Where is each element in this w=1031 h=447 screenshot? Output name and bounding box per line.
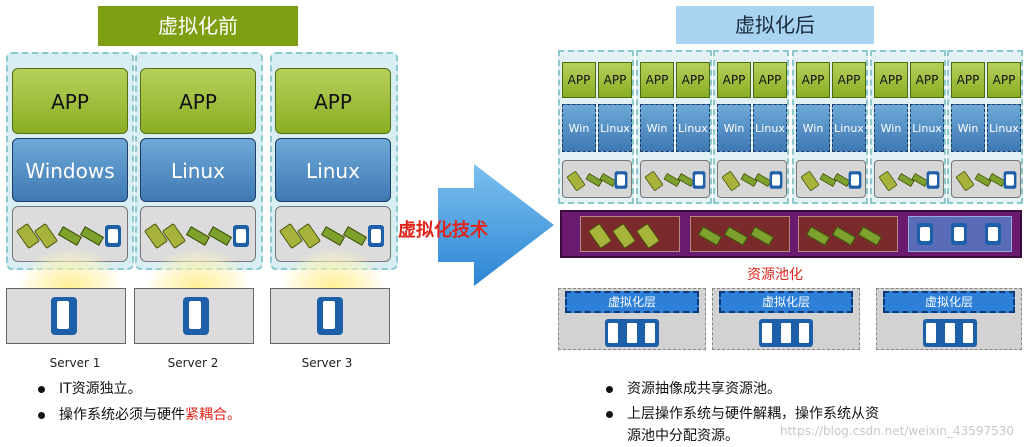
- app-box: APP: [140, 68, 256, 134]
- host-server-box: 虚拟化层: [558, 288, 706, 350]
- right-title: 虚拟化后: [676, 6, 874, 44]
- left-bullet-1: IT资源独立。: [38, 378, 378, 398]
- cpu-chip-icon: [143, 222, 169, 250]
- cpu-pool-segment: [580, 216, 680, 252]
- os-box-windows: Windows: [12, 138, 128, 202]
- vm-app-box: APP: [910, 62, 944, 98]
- bullet-text: IT资源独立。: [59, 381, 142, 397]
- bullet-text: 上层操作系统与硬件解耦，操作系统从资: [627, 406, 879, 422]
- memory-icon: [207, 226, 233, 246]
- vm-os-box: Linux: [753, 104, 787, 152]
- vm-app-box: APP: [832, 62, 866, 98]
- vm-virtual-hardware: [562, 160, 632, 198]
- left-title: 虚拟化前: [98, 6, 298, 46]
- vm-virtual-hardware: [951, 160, 1021, 198]
- disk-icon: [368, 225, 384, 247]
- storage-pool-segment: [908, 216, 1012, 252]
- watermark: https://blog.csdn.net/weixin_43597530: [780, 424, 1015, 438]
- virtualization-layer: 虚拟化层: [883, 291, 1015, 313]
- vm-app-box: APP: [640, 62, 674, 98]
- memory-icon: [342, 226, 368, 246]
- cpu-chip-icon: [33, 222, 59, 250]
- transform-arrow-icon: [438, 164, 554, 286]
- arrow-label: 虚拟化技术: [398, 220, 488, 241]
- connection-glow: [20, 250, 120, 290]
- vm-os-box: Win: [562, 104, 596, 152]
- disk-icon: [105, 225, 121, 247]
- server-icon: [605, 319, 659, 347]
- vm-os-box: Linux: [832, 104, 866, 152]
- vm-app-box: APP: [717, 62, 751, 98]
- bullet-dot: [606, 385, 613, 393]
- vm-os-box: Linux: [987, 104, 1021, 152]
- app-box: APP: [12, 68, 128, 134]
- app-box: APP: [275, 68, 391, 134]
- server-icon: [183, 297, 209, 335]
- memory-icon: [79, 226, 105, 246]
- server-icon: [51, 297, 77, 335]
- vm-app-box: APP: [874, 62, 908, 98]
- memory-icon: [57, 226, 83, 246]
- nic-pool-segment: [798, 216, 898, 252]
- vm-virtual-hardware: [640, 160, 710, 198]
- vm-os-box: Win: [640, 104, 674, 152]
- vm-os-box: Win: [951, 104, 985, 152]
- cpu-chip-icon: [278, 222, 304, 250]
- server-box: [6, 288, 126, 344]
- os-box-linux: Linux: [140, 138, 256, 202]
- bullet-text: 操作系统必须与硬件: [59, 407, 185, 423]
- host-server-box: 虚拟化层: [876, 288, 1022, 350]
- vm-virtual-hardware: [796, 160, 866, 198]
- memory-icon: [320, 226, 346, 246]
- vm-app-box: APP: [951, 62, 985, 98]
- connection-glow: [283, 250, 383, 290]
- server-icon: [923, 319, 977, 347]
- bullet-text: 资源抽像成共享资源池。: [627, 381, 781, 397]
- bullet-dot: [606, 410, 613, 418]
- vm-os-box: Linux: [676, 104, 710, 152]
- host-server-box: 虚拟化层: [712, 288, 860, 350]
- vm-app-box: APP: [676, 62, 710, 98]
- right-bullet-1: 资源抽像成共享资源池。: [606, 378, 1006, 398]
- virtualization-layer: 虚拟化层: [719, 291, 853, 313]
- server-box: [270, 288, 390, 344]
- vm-os-box: Win: [796, 104, 830, 152]
- vm-app-box: APP: [987, 62, 1021, 98]
- bullet-text-highlight: 紧耦合。: [185, 407, 241, 423]
- cpu-chip-icon: [296, 222, 322, 250]
- memory-pool-segment: [690, 216, 790, 252]
- server-icon: [317, 297, 343, 335]
- virtualization-layer: 虚拟化层: [565, 291, 699, 313]
- os-box-linux: Linux: [275, 138, 391, 202]
- vm-os-box: Linux: [598, 104, 632, 152]
- cpu-chip-icon: [161, 222, 187, 250]
- right-bullet-2-cont: 源池中分配资源。: [627, 428, 739, 444]
- bullet-dot: [38, 385, 45, 393]
- server-icon: [759, 319, 813, 347]
- server-label-2: Server 2: [167, 356, 219, 370]
- resource-pool-bar: [560, 210, 1022, 258]
- right-bullet-2: 上层操作系统与硬件解耦，操作系统从资: [606, 403, 1016, 423]
- server-box: [134, 288, 254, 344]
- vm-app-box: APP: [562, 62, 596, 98]
- memory-icon: [185, 226, 211, 246]
- vm-app-box: APP: [598, 62, 632, 98]
- vm-virtual-hardware: [717, 160, 787, 198]
- server-label-1: Server 1: [49, 356, 101, 370]
- cpu-chip-icon: [15, 222, 41, 250]
- left-bullet-2: 操作系统必须与硬件紧耦合。: [38, 404, 398, 424]
- server-label-3: Server 3: [301, 356, 353, 370]
- pool-label: 资源池化: [747, 267, 803, 283]
- vm-app-box: APP: [753, 62, 787, 98]
- connection-glow: [148, 250, 248, 290]
- vm-app-box: APP: [796, 62, 830, 98]
- vm-virtual-hardware: [874, 160, 944, 198]
- vm-os-box: Win: [717, 104, 751, 152]
- vm-os-box: Win: [874, 104, 908, 152]
- bullet-dot: [38, 411, 45, 419]
- disk-icon: [233, 225, 249, 247]
- vm-os-box: Linux: [910, 104, 944, 152]
